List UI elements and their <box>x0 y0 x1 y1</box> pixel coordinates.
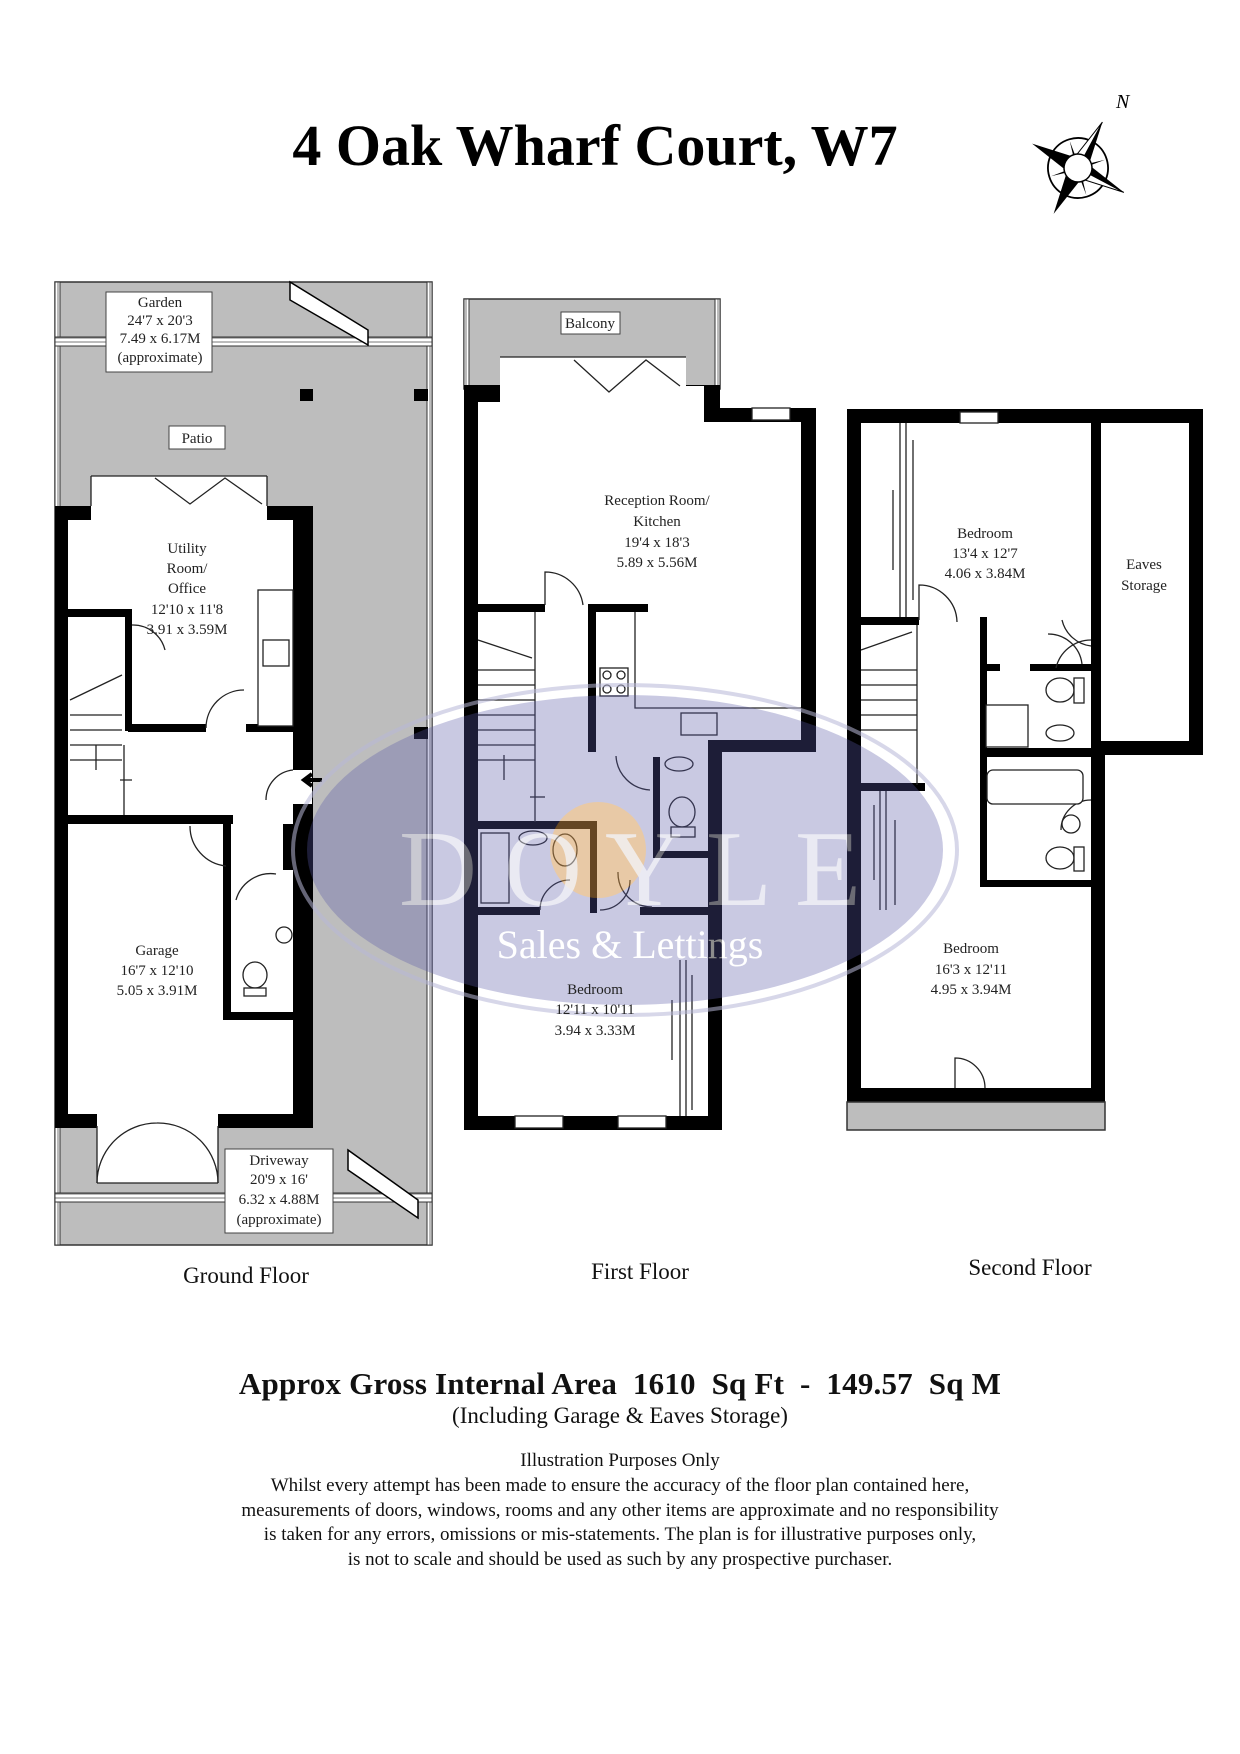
second-floor-plan: Bedroom 13'4 x 12'7 4.06 x 3.84M Eaves S… <box>846 409 1203 1280</box>
second-floor-stairs <box>860 625 918 785</box>
garden-name: Garden <box>138 295 183 311</box>
basin-icon <box>275 926 293 944</box>
driveway-size-metric: 6.32 x 4.88M <box>239 1192 320 1208</box>
north-compass-rose-icon <box>1032 121 1125 214</box>
window-icon <box>617 1115 667 1129</box>
shower-icon <box>985 704 1029 748</box>
toilet-icon <box>1045 846 1075 870</box>
utility-size-metric: 3.91 x 3.59M <box>147 622 228 638</box>
driveway-size-imperial: 20'9 x 16' <box>250 1172 308 1188</box>
reception-size-imperial: 19'4 x 18'3 <box>624 535 689 551</box>
driveway-name: Driveway <box>249 1153 309 1169</box>
utility-sink-icon <box>262 639 290 667</box>
driveway-note: (approximate) <box>237 1212 322 1228</box>
second-floor-label: Second Floor <box>968 1255 1092 1280</box>
toilet-icon <box>552 833 578 867</box>
gross-area-text: Approx Gross Internal Area 1610 Sq Ft - … <box>238 1366 1002 1401</box>
doyle-watermark-logo: D O Y L E Sales & Lettings <box>291 683 959 1017</box>
second-bedroom-2-size-metric: 4.95 x 3.94M <box>931 982 1012 998</box>
driveway-label-box <box>224 1148 334 1234</box>
ground-floor-plan: Garden 24'7 x 20'3 7.49 x 6.17M (approxi… <box>54 280 433 1288</box>
utility-name-2: Room/ <box>167 561 209 577</box>
ground-floor-label: Ground Floor <box>183 1263 309 1288</box>
window-icon <box>514 1115 564 1129</box>
utility-size-imperial: 12'10 x 11'8 <box>151 602 223 618</box>
garden-fence <box>54 336 433 347</box>
garage-size-imperial: 16'7 x 12'10 <box>121 963 194 979</box>
first-bedroom-size-imperial: 12'11 x 10'11 <box>555 1002 634 1018</box>
basin-icon <box>664 756 694 772</box>
second-bedroom-2-name: Bedroom <box>943 941 999 957</box>
basin-icon <box>518 830 548 846</box>
disclaimer-line: Whilst every attempt has been made to en… <box>270 1475 970 1496</box>
first-floor-plan: Balcony Reception Room/ Kitchen 19'4 x 1… <box>463 298 816 1284</box>
north-label: N <box>1115 91 1131 113</box>
patio-name: Patio <box>182 431 213 447</box>
wardrobe <box>892 423 914 617</box>
second-bedroom-1-name: Bedroom <box>957 526 1013 542</box>
second-bedroom-2-size-imperial: 16'3 x 12'11 <box>935 962 1007 978</box>
illustration-note: Illustration Purposes Only <box>520 1450 720 1471</box>
eaves-name-2: Storage <box>1121 578 1167 594</box>
utility-name-3: Office <box>168 581 206 597</box>
garden-break-symbol <box>289 280 369 347</box>
shower-icon <box>480 832 510 904</box>
second-bedroom-1-size-metric: 4.06 x 3.84M <box>945 566 1026 582</box>
reception-name-2: Kitchen <box>633 514 681 530</box>
disclaimer: Whilst every attempt has been made to en… <box>0 1474 1240 1572</box>
first-floor-stairs <box>477 612 545 822</box>
watermark-tagline: Sales & Lettings <box>497 922 764 967</box>
garden-size-metric: 7.49 x 6.17M <box>120 331 201 347</box>
reception-name: Reception Room/ <box>604 493 710 509</box>
disclaimer-line: is taken for any errors, omissions or mi… <box>263 1524 977 1545</box>
ground-stairs <box>69 674 132 815</box>
basin-icon <box>1061 814 1081 834</box>
garage-name: Garage <box>135 943 179 959</box>
first-bedroom-size-metric: 3.94 x 3.33M <box>555 1023 636 1039</box>
garden-label-box <box>105 291 213 373</box>
first-bedroom-name: Bedroom <box>567 982 623 998</box>
reception-size-metric: 5.89 x 5.56M <box>617 555 698 571</box>
disclaimer-line: is not to scale and should be used as su… <box>347 1548 893 1570</box>
disclaimer-line: measurements of doors, windows, rooms an… <box>241 1499 999 1521</box>
bath-icon <box>986 769 1084 805</box>
garage-size-metric: 5.05 x 3.91M <box>117 983 198 999</box>
balcony-label-box <box>560 311 621 335</box>
basin-icon <box>1045 724 1075 742</box>
including-note: (Including Garage & Eaves Storage) <box>452 1403 788 1428</box>
toilet-icon <box>242 961 268 989</box>
utility-name: Utility <box>167 541 207 557</box>
page-title: 4 Oak Wharf Court, W7 <box>292 113 897 178</box>
entrance-arrow-icon <box>300 772 322 788</box>
driveway-break-symbol <box>347 1148 419 1220</box>
toilet-icon <box>1045 677 1075 703</box>
window-icon <box>959 411 999 424</box>
house-logo-icon <box>550 802 646 898</box>
window-icon <box>751 407 791 421</box>
kitchen-sink-icon <box>680 712 718 736</box>
balcony-name: Balcony <box>565 316 615 332</box>
wardrobe <box>873 791 896 910</box>
garden-size-imperial: 24'7 x 20'3 <box>127 313 192 329</box>
second-floor-terrace <box>846 1101 1106 1131</box>
garden-note: (approximate) <box>118 350 203 366</box>
watermark-brand: D O Y L E <box>399 810 861 929</box>
second-bedroom-1-size-imperial: 13'4 x 12'7 <box>952 546 1018 562</box>
bifold-doors <box>573 359 681 393</box>
first-floor-label: First Floor <box>591 1259 689 1284</box>
first-bedroom-labels: Bedroom 12'11 x 10'11 3.94 x 3.33M <box>555 982 636 1039</box>
kitchen-worktop <box>634 612 801 709</box>
wardrobe <box>671 960 693 1116</box>
patio-label-box <box>168 425 226 450</box>
eaves-name: Eaves <box>1126 557 1162 573</box>
